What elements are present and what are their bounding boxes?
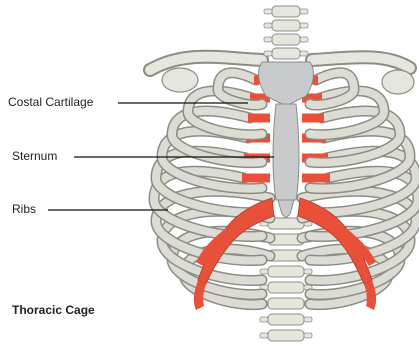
vertebra [264,6,308,17]
figure-caption: Thoracic Cage [12,303,95,317]
sternal-body [273,104,299,200]
vertebra [260,266,312,277]
vertebra [264,48,308,59]
vertebra [260,314,312,325]
ribs-label: Ribs [12,202,36,216]
costal-cartilage-label: Costal Cartilage [8,95,93,109]
sternum-label: Sternum [12,149,57,163]
vertebra [264,20,308,31]
left-scapula-head [162,68,198,92]
vertebra [260,298,312,309]
right-scapula-head [382,70,414,94]
vertebra [264,34,308,45]
vertebra [260,330,312,341]
vertebra [260,282,312,293]
xiphoid-process [278,200,294,218]
